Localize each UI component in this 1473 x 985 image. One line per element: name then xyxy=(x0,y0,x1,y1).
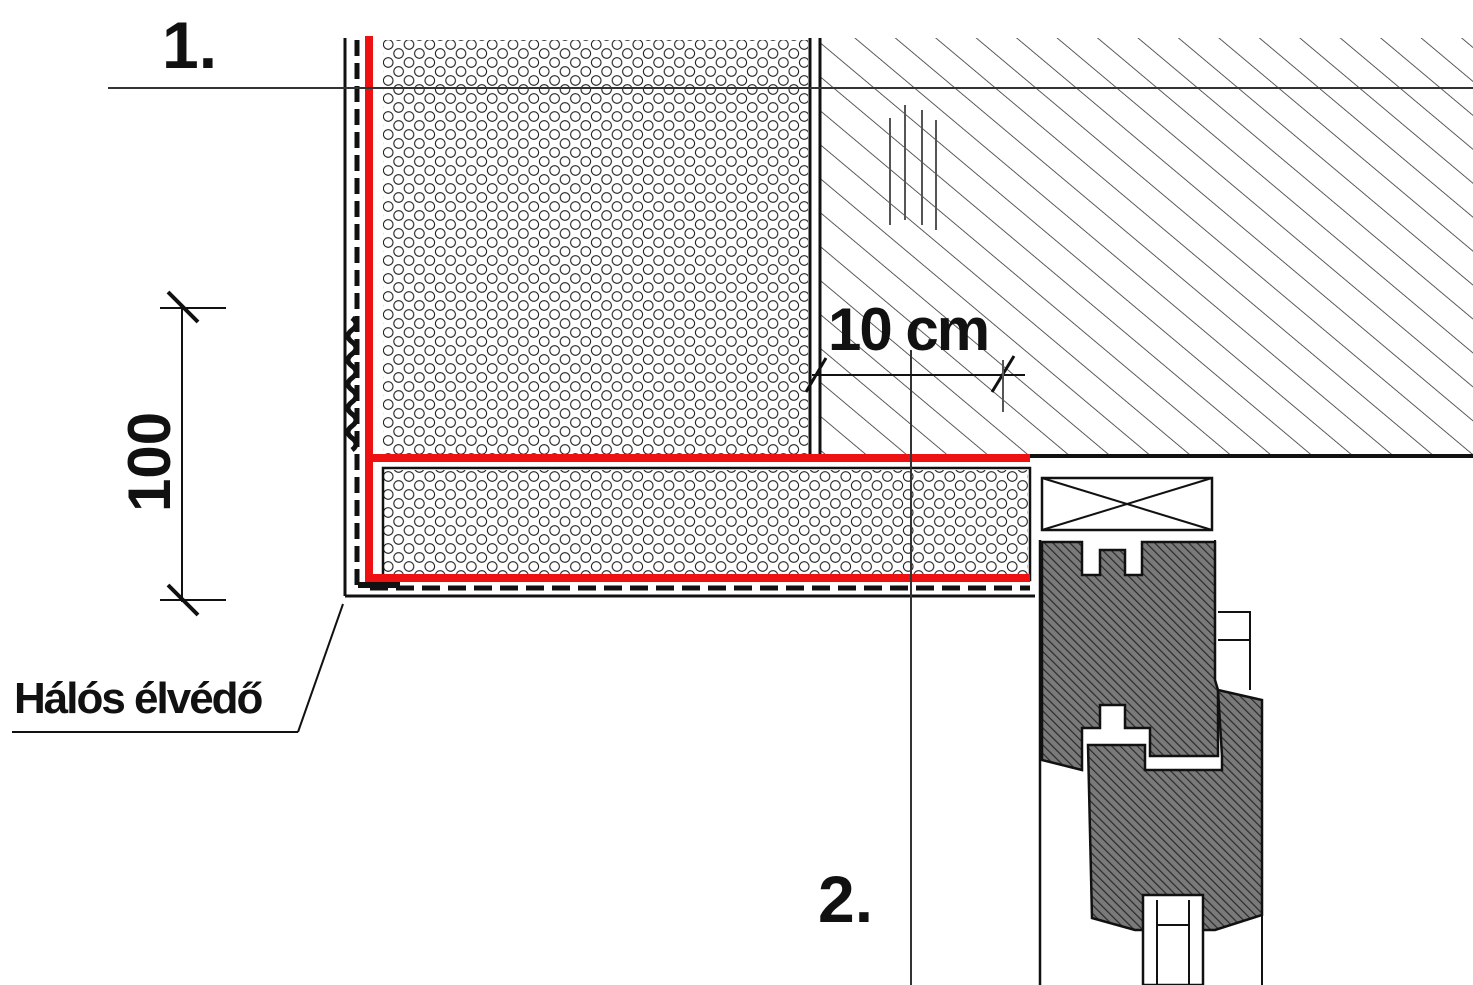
dimension-label-100: 100 xyxy=(116,412,183,512)
dimension-label-10cm: 10 cm xyxy=(828,296,988,363)
window-frame xyxy=(1038,476,1264,985)
callout-label-mesh-corner: Hálós élvédő xyxy=(14,674,263,723)
dimension-100 xyxy=(160,290,226,617)
dimension-10cm xyxy=(804,355,1025,412)
section-label-2: 2. xyxy=(818,862,873,936)
insulation-reveal xyxy=(381,466,1032,582)
insulation-vertical xyxy=(383,38,812,454)
mesh-corner-protector xyxy=(365,36,1030,582)
masonry-wall xyxy=(818,38,1473,458)
callout-leader xyxy=(12,603,344,733)
render-layer xyxy=(343,38,1035,598)
section-label-1: 1. xyxy=(162,8,217,82)
